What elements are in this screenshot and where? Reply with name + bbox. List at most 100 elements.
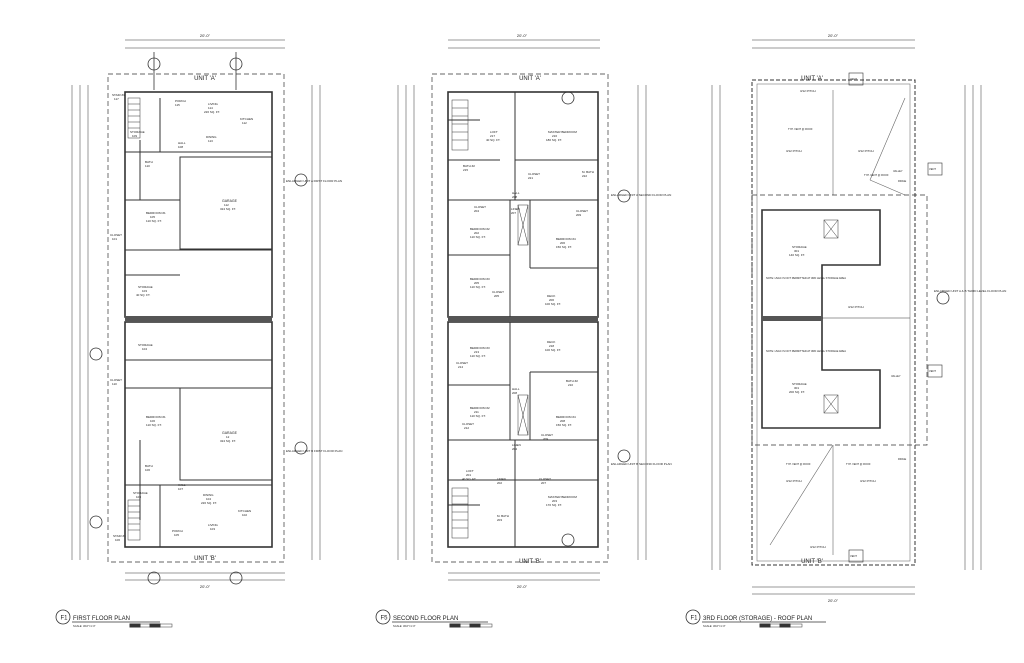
plan-title: 3RD FLOOR (STORAGE) - ROOF PLAN	[703, 616, 812, 622]
room-number: 210	[568, 383, 573, 387]
room-number: 106	[150, 419, 155, 423]
room-label: STAIR #1	[113, 534, 126, 538]
enlarged-plan-note: ENLARGED UNIT A & B THIRD LEVEL FLOOR PL…	[934, 289, 1006, 293]
room-number: 204	[474, 209, 479, 213]
room-label: PORCH	[172, 529, 183, 533]
vent-note: TYP. VENT @ ROOF	[786, 462, 811, 466]
room-number: 110	[112, 382, 117, 386]
room-label: STORAGE	[138, 285, 153, 289]
room-label: BEDROOM #2	[470, 406, 490, 410]
room-number: 106	[145, 468, 150, 472]
room-number: 107	[178, 487, 183, 491]
room-label: BEDROOM #4	[556, 237, 576, 241]
room-number: 202	[474, 231, 479, 235]
room-number: 105	[150, 215, 155, 219]
roof-pitch-label: 3/12 PITCH	[786, 479, 802, 483]
room-label: STORAGE	[792, 245, 807, 249]
exterior-wall-unit-a	[447, 91, 599, 318]
room-area: 100 SQ. FT.	[545, 348, 561, 352]
sheet-id-bubble	[685, 609, 701, 625]
room-number: 203	[497, 518, 502, 522]
hvac-note: NOTE: HVAC IS NOT PERMITTED AT 3RD LEVEL…	[766, 276, 846, 280]
room-label: LINEN	[511, 207, 520, 211]
room-number: 102	[242, 513, 247, 517]
enlarged-plan-note: ENLARGED UNIT A SECOND FLOOR PLAN	[611, 193, 671, 197]
room-area: 40 SQ. FT.	[486, 138, 501, 142]
vent-label: VENT	[929, 369, 936, 373]
room-number: 213	[474, 350, 479, 354]
room-label: CLOSET	[474, 205, 486, 209]
dimension-strings	[397, 39, 647, 581]
room-number: 206	[560, 241, 565, 245]
room-label: GARAGE	[222, 199, 238, 203]
room-area: 110 SQ. FT.	[470, 235, 486, 239]
interior-walls-a	[448, 92, 598, 317]
interior-walls-b	[448, 322, 598, 547]
unit-a-label: UNIT 'A'	[194, 76, 216, 82]
room-area: 40 SQ. FT.	[136, 293, 151, 297]
room-label: CLOSET	[110, 378, 122, 382]
interior-walls-a	[125, 98, 273, 276]
enlarged-plan-note: ENLARGED UNIT B SECOND FLOOR PLAN	[611, 462, 672, 466]
room-number: 110	[145, 164, 150, 168]
room-number: 207	[541, 481, 546, 485]
exterior-wall-unit-b	[124, 321, 273, 548]
room-number: 216	[552, 134, 557, 138]
room-area: 140 SQ. FT.	[789, 253, 805, 257]
room-label: M. BATH	[582, 170, 594, 174]
room-number: 105	[174, 533, 179, 537]
sheet-id: F5	[381, 616, 389, 622]
room-number: 217	[490, 134, 495, 138]
room-area: 110 SQ. FT.	[470, 354, 486, 358]
plan-title: FIRST FLOOR PLAN	[73, 616, 130, 622]
room-area: 150 SQ. FT.	[556, 423, 572, 427]
room-label: BEDROOM #3	[470, 277, 490, 281]
room-number: 208	[512, 391, 517, 395]
party-wall	[125, 316, 272, 322]
stair-hatching	[127, 97, 141, 541]
room-label: BATH #2	[566, 379, 578, 383]
room-label: MASTER BEDROOM	[548, 495, 577, 499]
room-area: 226 SQ. FT.	[201, 501, 217, 505]
overall-width-dim: 20'-0"	[200, 33, 211, 38]
room-number: 108	[178, 145, 183, 149]
text-layer: 20'-0" 20'-0" UNIT 'A' UNIT 'B' ENLARGED…	[61, 33, 1007, 628]
vent-note: TYP. VENT @ ROOF	[864, 173, 889, 177]
plan-title: SECOND FLOOR PLAN	[393, 616, 458, 622]
stair-hatching	[451, 99, 529, 539]
attic-hatches	[823, 219, 839, 414]
roof-pitch-label: 3/12 PITCH	[810, 545, 826, 549]
room-number: 202	[497, 481, 502, 485]
room-label: STORAGE	[138, 343, 153, 347]
room-area: 200 SQ. FT.	[789, 390, 805, 394]
room-label: BEDROOM #3	[470, 346, 490, 350]
room-number: 117	[114, 97, 119, 101]
room-number: 204	[512, 447, 517, 451]
room-area: 110 SQ. FT.	[470, 285, 486, 289]
section-markers	[89, 52, 308, 585]
room-number: 103	[210, 527, 215, 531]
sheet-id: F1	[61, 616, 69, 622]
room-label: DECK	[547, 294, 555, 298]
room-label: KITCHEN	[240, 117, 253, 121]
roof-pitch-label: 3/12 PITCH	[800, 89, 816, 93]
room-label: CLOSET	[462, 422, 474, 426]
room-label: BEDROOM #2	[470, 227, 490, 231]
room-number: 109	[132, 134, 137, 138]
vent-label: VENT	[850, 77, 857, 81]
room-number: 201	[466, 473, 471, 477]
room-label: BEDROOM #4	[556, 415, 576, 419]
vent-boxes	[848, 72, 943, 563]
sheet-id-bubble	[375, 609, 391, 625]
room-number: 206	[549, 298, 554, 302]
section-markers	[561, 91, 631, 547]
room-area: 324 SQ. FT.	[220, 207, 236, 211]
dimension-strings	[71, 39, 321, 581]
vent-note: TYP. VENT @ ROOF	[788, 127, 813, 131]
room-number: 109	[136, 495, 141, 499]
room-area: 110 SQ. FT.	[146, 423, 162, 427]
ridge-lines	[769, 90, 906, 555]
room-number: 209	[576, 213, 581, 217]
room-label: LINEN	[512, 443, 521, 447]
room-number: 104	[142, 347, 147, 351]
